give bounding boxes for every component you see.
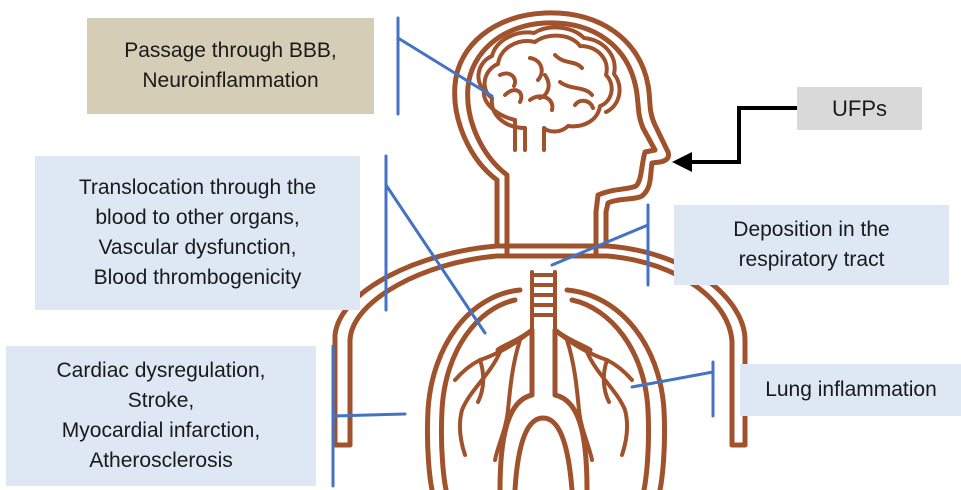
label-ufps: UFPs bbox=[797, 87, 922, 130]
label-bbb-line-1: Passage through BBB, bbox=[124, 36, 336, 66]
label-cardiac-line-4: Atherosclerosis bbox=[89, 446, 233, 476]
connector-cardiac-horizontal bbox=[333, 414, 405, 416]
brain-icon bbox=[478, 27, 619, 150]
label-resp-line-1: Deposition in the bbox=[733, 215, 889, 245]
label-bbb-line-2: Neuroinflammation bbox=[142, 66, 318, 96]
label-blood-line-1: Translocation through the bbox=[79, 173, 316, 203]
label-bbb-neuroinflammation: Passage through BBB, Neuroinflammation bbox=[87, 18, 374, 114]
ufp-arrowhead-icon bbox=[672, 152, 692, 172]
label-cardiac-line-2: Stroke, bbox=[128, 386, 195, 416]
head-outline-icon bbox=[455, 13, 669, 212]
ufp-arrow bbox=[690, 108, 797, 162]
label-blood-translocation: Translocation through the blood to other… bbox=[35, 156, 360, 310]
label-cardiac-line-1: Cardiac dysregulation, bbox=[57, 356, 266, 386]
label-ufps-text: UFPs bbox=[832, 94, 887, 124]
bronchi-icon bbox=[455, 330, 632, 460]
connector-bbb-diagonal bbox=[398, 38, 492, 96]
label-lung-inflammation: Lung inflammation bbox=[740, 364, 961, 416]
label-blood-line-4: Blood thrombogenicity bbox=[94, 263, 302, 293]
connector-lines bbox=[333, 18, 713, 486]
label-blood-line-3: Vascular dysfunction, bbox=[98, 233, 296, 263]
lungs-icon bbox=[427, 290, 664, 490]
label-respiratory-deposition: Deposition in the respiratory tract bbox=[674, 205, 949, 285]
label-resp-line-2: respiratory tract bbox=[739, 245, 885, 275]
label-lung-text: Lung inflammation bbox=[765, 375, 937, 405]
trachea-icon bbox=[532, 272, 555, 330]
label-cardiac-effects: Cardiac dysregulation, Stroke, Myocardia… bbox=[6, 346, 316, 486]
label-blood-line-2: blood to other organs, bbox=[95, 203, 299, 233]
label-cardiac-line-3: Myocardial infarction, bbox=[62, 416, 260, 446]
